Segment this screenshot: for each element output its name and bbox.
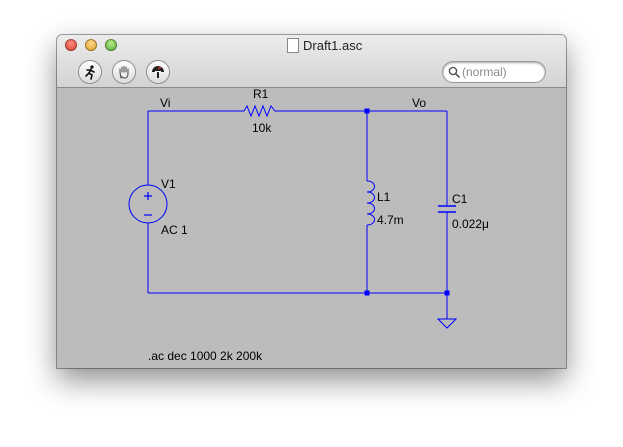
ground-symbol — [436, 293, 458, 329]
capacitor-name: C1 — [452, 192, 468, 206]
probe-button[interactable] — [147, 61, 169, 83]
schematic-drawing — [128, 104, 458, 329]
run-button[interactable] — [79, 61, 101, 83]
running-man-icon — [85, 65, 95, 80]
source-plus-sign — [144, 192, 152, 200]
minimize-button[interactable] — [85, 39, 97, 51]
search-input[interactable] — [462, 65, 542, 79]
close-button[interactable] — [65, 39, 77, 51]
spice-directive[interactable]: .ac dec 1000 2k 200k — [148, 349, 263, 363]
inductor-name: L1 — [377, 190, 391, 204]
net-label-vo: Vo — [412, 96, 427, 110]
zoom-button[interactable] — [105, 39, 117, 51]
search-field[interactable] — [443, 62, 545, 82]
junction-dot — [444, 290, 450, 296]
junction-dot — [364, 108, 370, 114]
halt-button[interactable] — [113, 61, 135, 83]
voltmeter-probe-icon — [152, 66, 164, 78]
resistor-r1-symbol — [239, 104, 281, 118]
document-icon — [287, 38, 299, 53]
window-title: Draft1.asc — [287, 38, 362, 53]
capacitor-value: 0.022μ — [452, 217, 489, 231]
source-name: V1 — [161, 177, 176, 191]
search-icon — [448, 66, 460, 78]
app-window: Draft1.asc — [57, 35, 566, 368]
resistor-name: R1 — [253, 87, 269, 101]
capacitor-c1-symbol — [438, 205, 456, 213]
resistor-value: 10k — [252, 121, 272, 135]
schematic-canvas[interactable]: Vi Vo R1 10k V1 AC 1 L1 4.7m C1 0.022μ .… — [57, 87, 566, 368]
net-label-vi: Vi — [160, 96, 171, 110]
title-bar: Draft1.asc — [57, 35, 566, 88]
junction-dot — [364, 290, 370, 296]
window-title-text: Draft1.asc — [303, 38, 363, 53]
inductor-l1-symbol — [366, 180, 375, 226]
source-value: AC 1 — [161, 223, 188, 237]
inductor-value: 4.7m — [377, 213, 404, 227]
hand-icon — [119, 65, 129, 79]
